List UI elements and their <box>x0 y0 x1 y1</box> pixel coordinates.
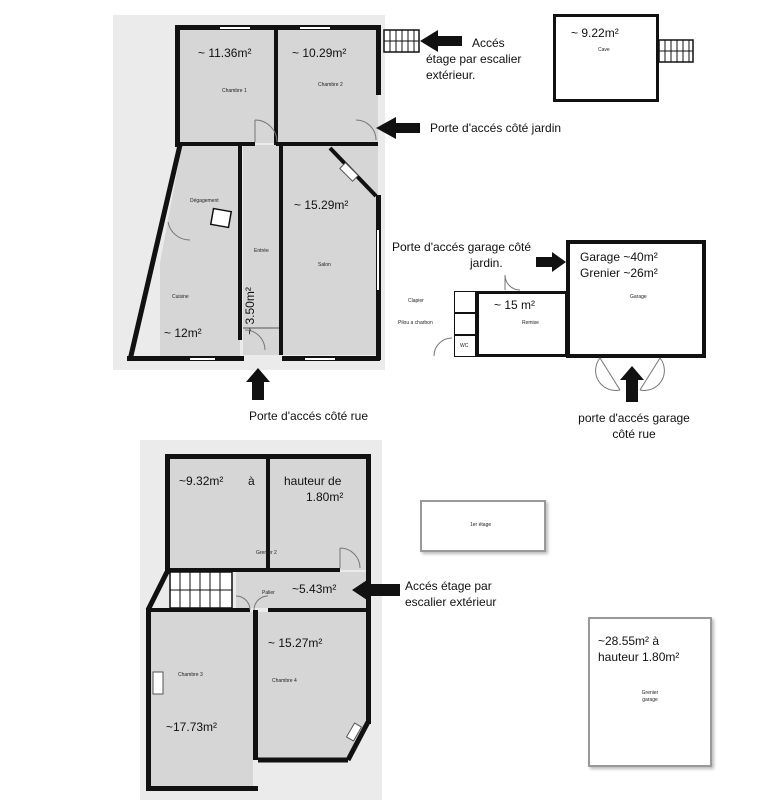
degagement-label: Dégagement <box>190 198 219 204</box>
annotation-acces-etage-ext-1: Accés étage par <box>405 579 492 593</box>
clapier-label: Clapier <box>408 298 424 304</box>
entree-room <box>243 145 279 355</box>
palier-label: Palier <box>262 590 275 596</box>
ff-wall-chambres-split <box>253 610 258 760</box>
ff-wall-palier-bottom <box>150 608 250 612</box>
ff-wall-left-lower <box>146 608 151 790</box>
clapier-room <box>454 291 476 313</box>
cave-room <box>553 14 659 102</box>
grenier-garage-area-2: hauteur 1.80m² <box>598 650 680 664</box>
annotation-acces-etage-ext-2: escalier extérieur <box>405 595 497 609</box>
wall-horizontal-middle <box>175 142 255 146</box>
cuisine-area: ~ 12m² <box>164 326 202 340</box>
chambre-2-area: ~ 10.29m² <box>292 46 347 60</box>
grenier-2-a: à <box>248 474 255 488</box>
cave-label: Cave <box>598 47 610 53</box>
palier-room <box>236 572 366 608</box>
palier-area: ~5.43m² <box>292 582 337 596</box>
salon-label: Salon <box>318 262 331 268</box>
grenier-garage-label-2: garage <box>642 697 658 703</box>
ff-wall-bottom <box>146 786 258 791</box>
remise-area: ~ 15 m² <box>494 298 536 312</box>
chambre-4-label: Chambre 4 <box>272 678 297 684</box>
chambre-1-area: ~ 11.36m² <box>198 46 252 60</box>
wc-room <box>454 335 476 357</box>
chambre-2-room <box>278 30 378 143</box>
annotation-porte-garage-rue-1: porte d'accés garage <box>578 411 690 425</box>
grenier-garage-area-1: ~28.55m² à <box>598 634 660 648</box>
chambre-2-label: Chambre 2 <box>318 82 343 88</box>
pilou-label: Pilou a charbon <box>398 320 433 326</box>
cuisine-label: Cuisine <box>172 294 189 300</box>
annotation-porte-jardin: Porte d'accés côté jardin <box>430 121 562 135</box>
grenier-2-label: Grenier 2 <box>256 550 277 556</box>
annotation-acces-etage-3: extérieur. <box>426 68 476 82</box>
cave-area: ~ 9.22m² <box>571 26 619 40</box>
grenier-garage-box <box>588 617 712 767</box>
annotation-acces-etage-2: étage par escalier <box>426 52 522 66</box>
wall-horizontal-middle-2 <box>276 142 378 146</box>
wall-left-upper <box>175 25 180 147</box>
remise-room <box>476 291 568 357</box>
wall-entree-salon <box>279 145 283 355</box>
grenier-garage-label-1: Grenier <box>641 690 659 696</box>
annotation-porte-rue: Porte d'accés côté rue <box>249 409 369 423</box>
chambre-1-room <box>178 30 274 143</box>
chambre-3-label: Chambre 3 <box>178 672 203 678</box>
garage-area-line1: Garage ~40m² <box>580 250 658 264</box>
ff-wall-grenier-split <box>266 456 270 568</box>
wall-right-upper <box>376 25 381 95</box>
garage-room <box>566 240 706 358</box>
wall-top <box>175 25 381 30</box>
remise-label: Remise <box>522 320 539 326</box>
ter-etage-box <box>420 500 546 552</box>
wc-label: WC <box>460 343 469 349</box>
chambre-4-area: ~ 15.27m² <box>268 636 323 650</box>
entree-label: Entrée <box>254 248 269 254</box>
grenier-2-area: ~9.32m² <box>179 474 224 488</box>
wall-cuisine-entree <box>238 145 242 340</box>
wall-between-chambres <box>274 28 278 145</box>
chambre-3-area: ~17.73m² <box>166 720 218 734</box>
garage-label: Garage <box>630 294 647 300</box>
salon-area: ~ 15.29m² <box>294 198 349 212</box>
pilou-room <box>454 313 476 335</box>
grenier-2-hauteur-1: hauteur de <box>284 474 342 488</box>
ff-wall-left-upper <box>165 454 170 574</box>
annotation-porte-garage-rue-2: côté rue <box>612 427 656 441</box>
ff-wall-grenier-bottom <box>165 568 340 572</box>
grenier-2-hauteur-2: 1.80m² <box>306 490 344 504</box>
ter-etage-label: 1er étage <box>470 522 492 528</box>
wall-bottom-left <box>127 356 244 361</box>
annotation-porte-garage-jardin-1: Porte d'accés garage côté <box>392 240 532 254</box>
chambre-1-label: Chambre 1 <box>222 88 247 94</box>
annotation-porte-garage-jardin-2: jardin. <box>470 256 503 270</box>
chambre-3-room <box>150 612 253 790</box>
annotation-acces-etage-1: Accés <box>472 36 505 50</box>
ff-wall-palier-bottom-2 <box>268 608 368 612</box>
garage-area-line2: Grenier ~26m² <box>580 266 658 280</box>
